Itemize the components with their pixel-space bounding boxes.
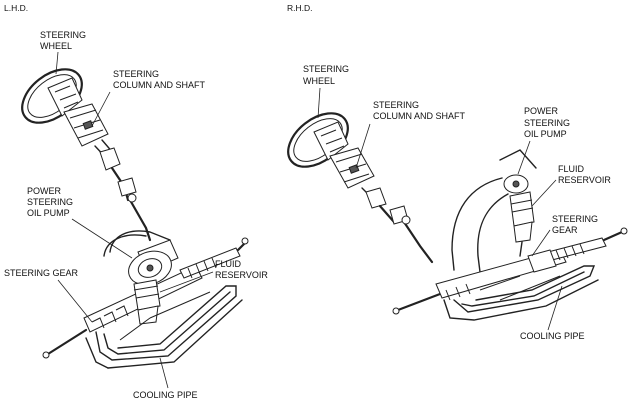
rhd-label-steering-gear-1: STEERING <box>552 214 598 224</box>
rhd-label-column-2: COLUMN AND SHAFT <box>373 111 466 121</box>
lhd-label-pump-3: OIL PUMP <box>27 208 70 218</box>
lhd-header: L.H.D. <box>4 3 28 13</box>
lhd-label-steering-wheel-1: STEERING <box>40 30 86 40</box>
rhd-oil-pump-drawing <box>451 149 537 273</box>
rhd-label-steering-wheel-2: WHEEL <box>303 76 335 86</box>
rhd-label-pump-3: OIL PUMP <box>524 129 567 139</box>
lhd-label-cooling-pipe: COOLING PIPE <box>133 390 198 400</box>
rhd-steering-column-drawing <box>329 147 434 264</box>
rhd-header: R.H.D. <box>287 3 313 13</box>
lhd-label-pump-2: STEERING <box>27 197 73 207</box>
rhd-label-column-1: STEERING <box>373 100 419 110</box>
lhd-cooling-pipe-drawing <box>85 285 243 369</box>
rhd-label-cooling-pipe: COOLING PIPE <box>520 331 585 341</box>
rhd-cooling-pipe-drawing <box>443 265 599 321</box>
lhd-label-column-2: COLUMN AND SHAFT <box>113 80 206 90</box>
lhd-fluid-reservoir-drawing <box>133 279 161 325</box>
lhd-panel: L.H.D. <box>4 3 268 400</box>
lhd-label-reservoir-1: FLUID <box>215 259 242 269</box>
rhd-label-reservoir-1: FLUID <box>558 164 585 174</box>
lhd-label-column-1: STEERING <box>113 69 159 79</box>
rhd-steering-gear-drawing <box>392 227 628 315</box>
lhd-steering-column-drawing <box>63 103 152 242</box>
lhd-label-reservoir-2: RESERVOIR <box>215 270 268 280</box>
rhd-label-steering-wheel-1: STEERING <box>303 64 349 74</box>
rhd-label-pump-1: POWER <box>524 106 559 116</box>
rhd-fluid-reservoir-drawing <box>509 191 535 257</box>
rhd-label-pump-2: STEERING <box>524 118 570 128</box>
lhd-label-steering-gear: STEERING GEAR <box>4 268 79 278</box>
lhd-label-steering-wheel-2: WHEEL <box>40 41 72 51</box>
lhd-oil-pump-drawing <box>103 230 172 286</box>
rhd-label-reservoir-2: RESERVOIR <box>558 175 611 185</box>
rhd-panel: R.H.D. <box>287 3 628 341</box>
rhd-label-steering-gear-2: GEAR <box>552 225 578 235</box>
lhd-label-pump-1: POWER <box>27 186 62 196</box>
